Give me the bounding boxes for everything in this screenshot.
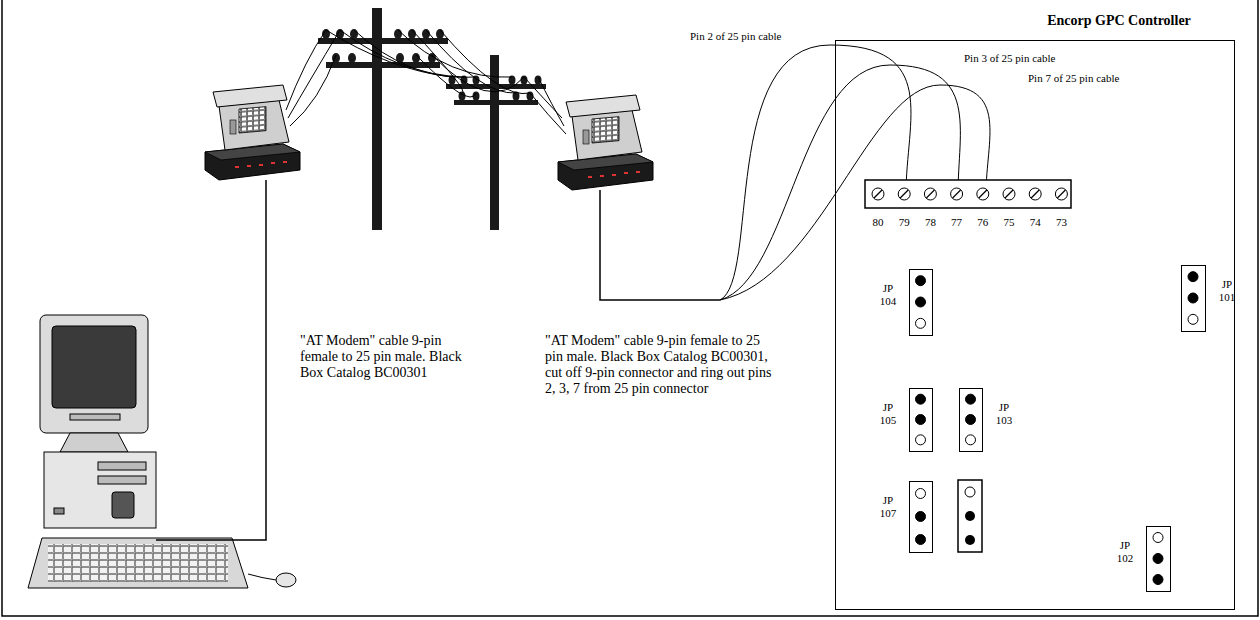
jumper-pins <box>910 270 931 334</box>
terminal-number: 76 <box>975 216 990 229</box>
jumper-pins <box>960 389 981 450</box>
cable-note: "AT Modem" cable 9-pin female to 25 pin … <box>300 333 472 381</box>
jumper-pin <box>916 535 926 545</box>
jumper-pin <box>966 435 976 445</box>
cable-note: "AT Modem" cable 9-pin female to 25 pin … <box>545 333 780 397</box>
controller-title: Encorp GPC Controller <box>1047 13 1191 29</box>
phone-line <box>286 30 566 134</box>
jumper-pin <box>1188 314 1198 324</box>
jumper-block: JP 107 <box>909 481 933 553</box>
jumper-pin <box>1188 293 1198 303</box>
modem-cable <box>156 180 266 540</box>
telephone-pole <box>318 8 448 230</box>
jumper-label: JP 107 <box>874 494 902 520</box>
terminal-screws <box>872 188 1067 200</box>
controller-box: Encorp GPC ControllerJP 104JP 101JP 105J… <box>835 40 1235 610</box>
jumper-pin <box>1153 575 1163 585</box>
jumper-pin <box>916 435 926 445</box>
jumper-pin <box>916 276 926 286</box>
jumper-pin <box>1153 554 1163 564</box>
jumper-pins <box>910 482 931 551</box>
jumper-pins <box>1182 266 1204 330</box>
jumper-block: JP 102 <box>1146 526 1171 592</box>
jumper-label: JP 102 <box>1111 539 1139 565</box>
jumper <box>958 480 982 552</box>
jumper-pins <box>1147 527 1169 590</box>
jumper-label: JP 104 <box>874 282 902 308</box>
modem-cable <box>600 190 720 300</box>
terminal-number: 80 <box>871 216 886 229</box>
pin-label: Pin 7 of 25 pin cable <box>1026 72 1121 85</box>
computer <box>28 315 296 588</box>
terminal-number: 73 <box>1054 216 1069 229</box>
pin-label: Pin 2 of 25 pin cable <box>688 30 783 43</box>
jumper-label: JP 101 <box>1213 278 1241 304</box>
jumper-pin <box>1153 533 1163 543</box>
terminal-number: 74 <box>1028 216 1043 229</box>
jumper-pin <box>916 415 926 425</box>
jumper-pin <box>966 394 976 404</box>
terminal-number: 77 <box>949 216 964 229</box>
pin-label: Pin 3 of 25 pin cable <box>962 52 1057 65</box>
terminal-number: 79 <box>897 216 912 229</box>
phone-modem <box>558 95 653 190</box>
terminal-strip <box>865 180 1071 208</box>
jumper-pins <box>910 389 931 450</box>
jumper-pin <box>1188 272 1198 282</box>
jumper-block: JP 101 <box>1181 265 1206 332</box>
phone-modem <box>205 85 300 180</box>
jumper-label: JP 105 <box>874 401 902 427</box>
jumper-pin <box>916 512 926 522</box>
terminal-number: 75 <box>1002 216 1017 229</box>
cable-wire <box>720 45 990 300</box>
jumper-label: JP 103 <box>990 401 1018 427</box>
jumper-pin <box>916 489 926 499</box>
jumper-block: JP 103 <box>959 388 983 452</box>
jumper-pin <box>916 318 926 328</box>
jumper-block: JP 104 <box>909 269 933 336</box>
telephone-pole <box>446 55 546 230</box>
jumper-pin <box>966 415 976 425</box>
jumper-block: JP 105 <box>909 388 933 452</box>
jumper-pin <box>916 297 926 307</box>
jumper-pin <box>916 394 926 404</box>
terminal-number: 78 <box>923 216 938 229</box>
